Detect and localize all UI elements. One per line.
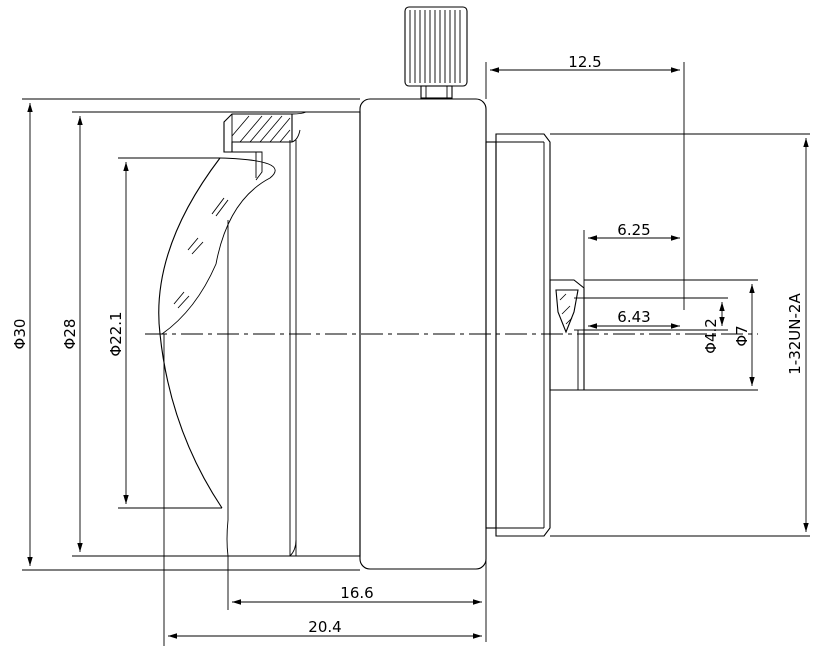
meniscus-lens: [158, 157, 276, 520]
dimension-aperture-diameter: Φ4.2: [702, 318, 720, 354]
knurled-knob: [404, 6, 468, 99]
dimension-inner-depth-1: 6.25: [617, 221, 650, 239]
front-lens-group: [223, 111, 361, 557]
dimension-lines: [27, 67, 809, 639]
extension-lines: [22, 62, 810, 646]
dimension-clear-aperture: Φ22.1: [107, 311, 125, 356]
dimension-bore-diameter: Φ7: [733, 325, 751, 346]
dimension-thread-spec: 1-32UN-2A: [786, 293, 804, 375]
dimension-flange-length: 16.6: [340, 584, 373, 602]
rear-mount: [485, 133, 585, 537]
dimension-lens-diameter: Φ28: [61, 319, 79, 350]
dimension-overall-length: 20.4: [308, 618, 341, 636]
dimension-outer-diameter: Φ30: [11, 319, 29, 350]
dimension-inner-depth-2: 6.43: [617, 308, 650, 326]
dimension-knob-offset: 12.5: [568, 53, 601, 71]
